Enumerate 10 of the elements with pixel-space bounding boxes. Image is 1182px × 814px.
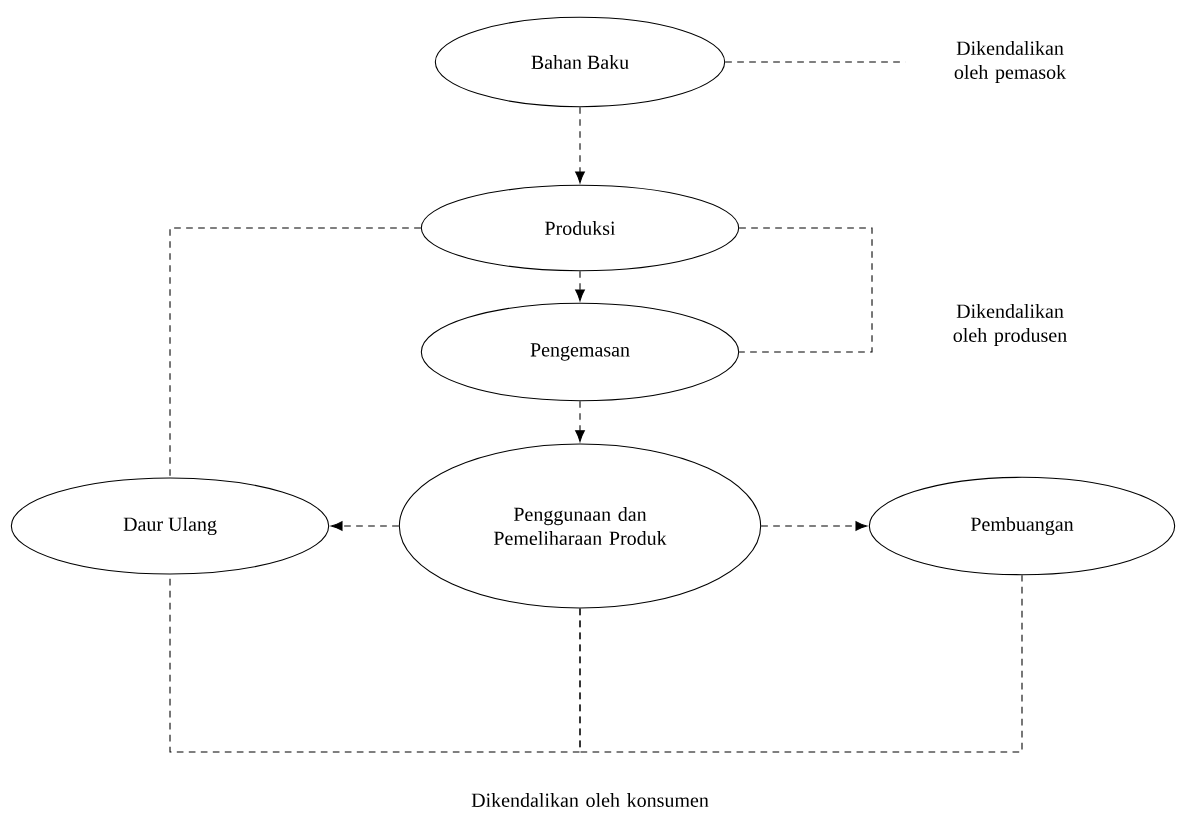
connector-line — [169, 227, 422, 478]
annotation-text: Dikendalikan oleh pemasok — [954, 40, 1067, 84]
arrow — [760, 521, 868, 531]
annotation-text: Dikendalikan oleh konsumen — [471, 792, 709, 807]
connector-line — [738, 227, 873, 353]
arrow — [575, 400, 585, 442]
arrow — [575, 270, 585, 302]
arrow — [575, 106, 585, 184]
annotation-text: Dikendalikan oleh produsen — [953, 303, 1067, 347]
arrow — [330, 521, 400, 531]
